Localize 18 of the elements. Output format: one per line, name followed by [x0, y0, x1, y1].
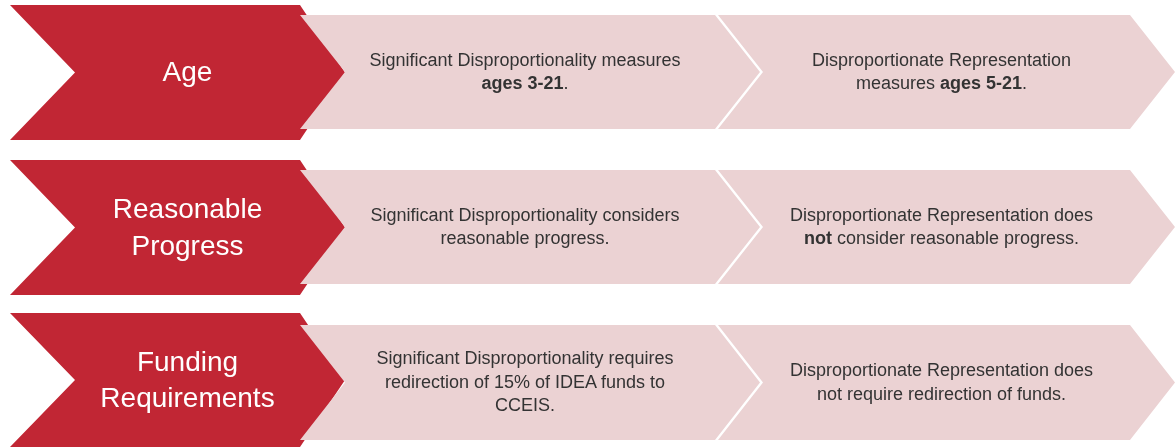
- description-panel: [718, 15, 1175, 129]
- panel-text: Disproportionate Representation measures ages 5-21.: [810, 48, 1073, 95]
- description-panel: [718, 325, 1175, 440]
- description-panel: [300, 170, 760, 284]
- panel-text: Significant Disproportionality measures ages 3-21.: [368, 48, 682, 95]
- description-panel: [718, 170, 1175, 284]
- panel-text: Disproportionate Representation does not require redirection of funds.: [788, 359, 1095, 406]
- description-panel: [300, 325, 760, 440]
- panel-text: Funding Requirements: [99, 344, 276, 415]
- category-panel: [10, 5, 345, 140]
- panel-text: Significant Disproportionality requires redirection of 15% of IDEA funds to CCEIS.: [375, 347, 675, 418]
- panel-text: Disproportionate Representation does not consider reasonable progress.: [788, 203, 1095, 250]
- category-panel: [10, 313, 345, 447]
- panel-text: Significant Disproportionality considers reasonable progress.: [369, 203, 681, 250]
- panel-text: Age: [162, 55, 213, 90]
- description-panel: [300, 15, 760, 129]
- panel-text: Reasonable Progress: [111, 192, 264, 263]
- category-panel: [10, 160, 345, 295]
